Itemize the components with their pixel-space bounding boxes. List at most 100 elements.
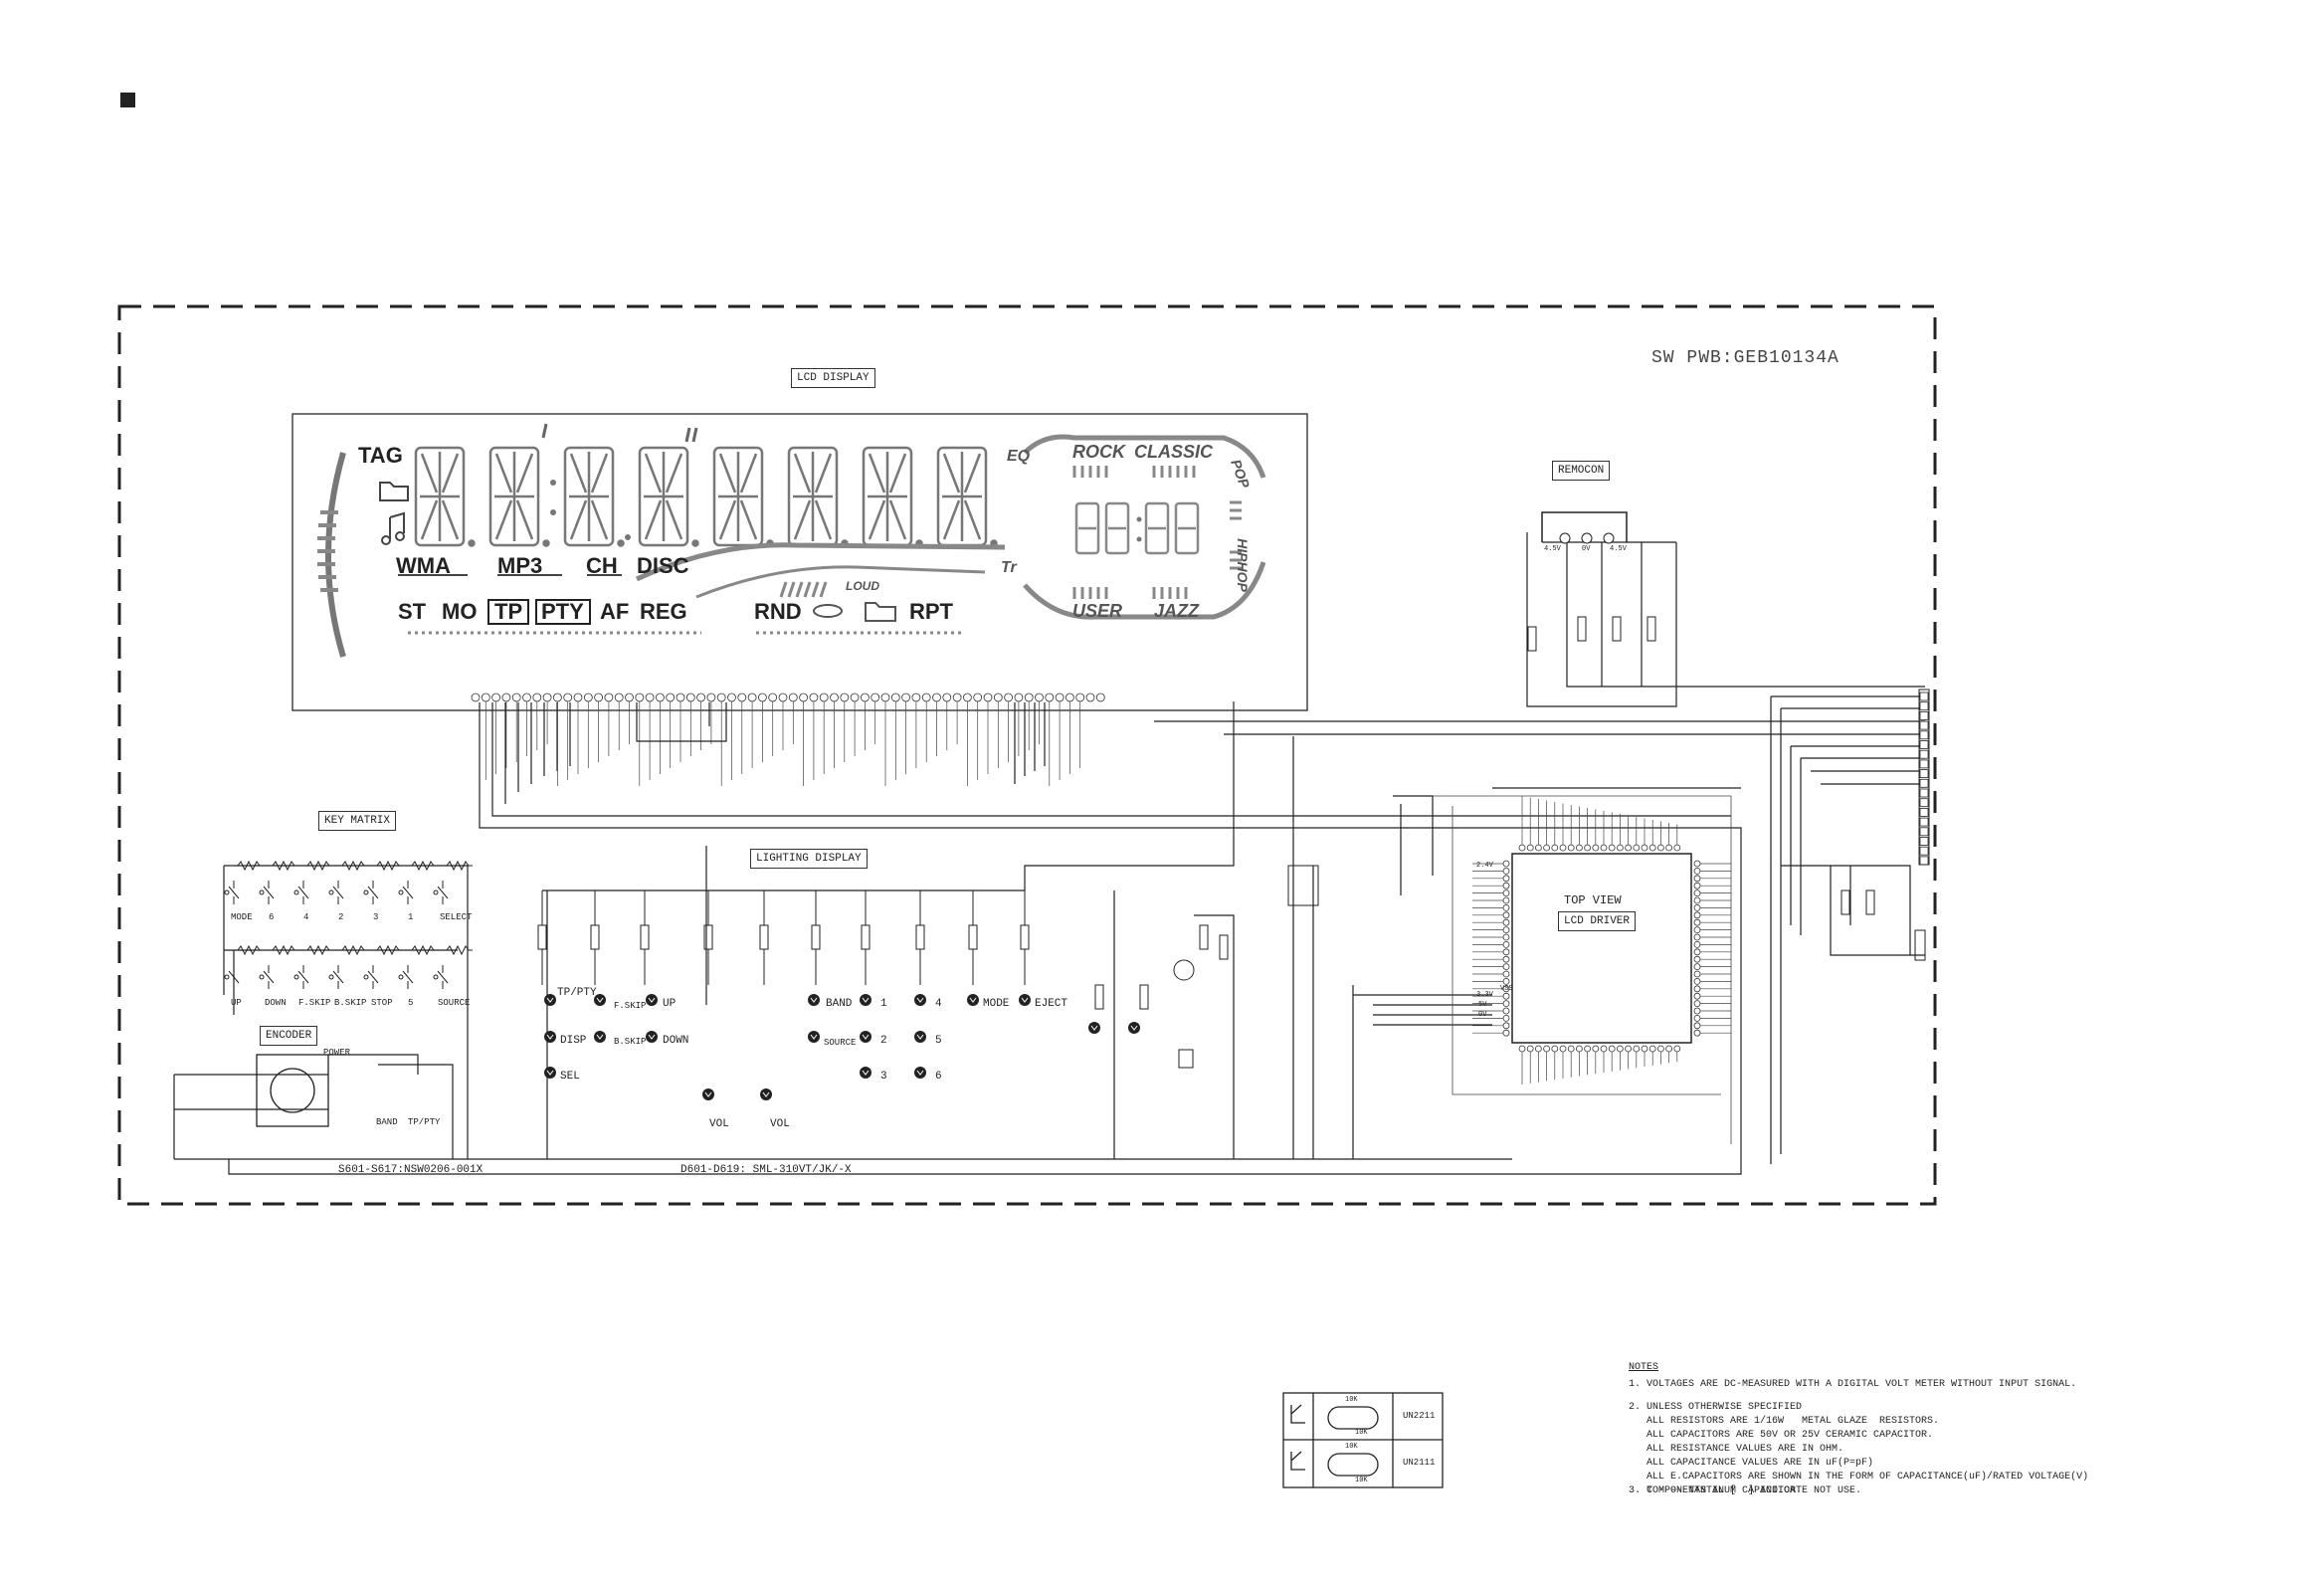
lcd-pin (666, 692, 676, 702)
encoder-band: BAND (376, 1117, 398, 1127)
switch-part-label: S601-S617:NSW0206-001X (338, 1164, 484, 1176)
lcd-pin (983, 692, 993, 702)
lcd-swoosh2 (695, 565, 986, 599)
km1-2: 4 (303, 912, 309, 922)
km2-3: B.SKIP (334, 998, 367, 1008)
right-connector (1918, 689, 1930, 866)
remocon-label: REMOCON (1552, 461, 1611, 481)
lcd-pin (952, 692, 962, 702)
clock-digit (1174, 501, 1200, 555)
led-tp-pty: TP/PTY (557, 987, 597, 999)
lcd-st: ST (398, 599, 427, 624)
lcd-eq: EQ (1007, 448, 1031, 465)
lcd-pin (1065, 692, 1074, 702)
led-band: BAND (826, 998, 853, 1010)
lcd-pin (901, 692, 910, 702)
km2-5: 5 (408, 998, 414, 1008)
lcd-pin (471, 692, 481, 702)
lcd-driver-ic (1511, 853, 1692, 1044)
lcd-digits (414, 446, 998, 547)
notes-title: NOTES (1629, 1362, 1659, 1373)
lcd-pin (1095, 692, 1105, 702)
led-vol2: VOL (770, 1118, 790, 1130)
lcd-pin (921, 692, 931, 702)
tr1-r2: 10K (1355, 1429, 1368, 1437)
lcd-colons (550, 480, 631, 540)
notes-3: 3. COMPONENTS IN [ ] INDICATE NOT USE. (1629, 1485, 1862, 1496)
lcd-pin (635, 692, 645, 702)
tr2-part: UN2111 (1403, 1458, 1436, 1468)
loud-bars (779, 581, 828, 598)
lcd-pin (716, 692, 726, 702)
lcd-tr: Tr (1001, 559, 1017, 576)
lcd-jazz: JAZZ (1154, 601, 1199, 621)
led-vol1: VOL (709, 1118, 729, 1130)
tr2-r2: 10K (1355, 1477, 1368, 1484)
lcd-pin (737, 692, 747, 702)
lcd-pin (830, 692, 839, 702)
lcd-pin (676, 692, 685, 702)
wires (173, 532, 1925, 1175)
v-0b: 0V (1478, 1011, 1487, 1019)
lcd-pin (1045, 692, 1055, 702)
lcd-pin (768, 692, 778, 702)
lcd-pin (1035, 692, 1044, 702)
v-33: 3.3V (1476, 991, 1493, 999)
eq-bars-top (1072, 466, 1196, 478)
lcd-pin (880, 692, 890, 702)
corner-marker (120, 93, 135, 107)
lcd-pin (942, 692, 952, 702)
key-matrix-label: KEY MATRIX (318, 811, 397, 831)
lcd-pin (809, 692, 819, 702)
led-6: 6 (935, 1071, 942, 1083)
top-view-label: TOP VIEW (1564, 893, 1622, 907)
km1-0: MODE (231, 912, 253, 922)
v-45a: 4.5V (1544, 545, 1561, 553)
tp-box (487, 599, 529, 625)
lcd-pin (656, 692, 665, 702)
lcd-tag: TAG (358, 443, 403, 468)
lcd-pin (871, 692, 880, 702)
eq-bars-bottom (1072, 587, 1188, 599)
lcd-pin (932, 692, 941, 702)
km2-0: UP (231, 998, 242, 1008)
led-3: 3 (880, 1071, 887, 1083)
km2-6: SOURCE (438, 998, 471, 1008)
lcd-digit (638, 446, 699, 547)
eq-arc-bottom (1023, 561, 1266, 620)
lcd-hiphop: HIPHOP (1234, 538, 1251, 592)
lcd-pin (481, 692, 490, 702)
notes-2: 2. UNLESS OTHERWISE SPECIFIED ALL RESIST… (1629, 1402, 2089, 1496)
lcd-pin (491, 692, 501, 702)
lighting-display-label: LIGHTING DISPLAY (750, 849, 868, 869)
clock-digits (1074, 501, 1200, 555)
lcd-pin (778, 692, 788, 702)
lcd-driver-label: LCD DRIVER (1558, 911, 1637, 931)
eq-bars-right (1230, 500, 1242, 570)
lcd-pin (963, 692, 972, 702)
tr2-r1: 10K (1345, 1443, 1358, 1451)
lcd-user: USER (1072, 601, 1123, 621)
lcd-pin (604, 692, 614, 702)
folder-graphic-2 (865, 602, 896, 622)
km1-4: 3 (373, 912, 379, 922)
led-up: UP (663, 998, 677, 1010)
lcd-reg: REG (640, 599, 687, 624)
lcd-pin (993, 692, 1003, 702)
lcd-pin (594, 692, 603, 702)
lcd-pin (799, 692, 808, 702)
v-45b: 4.5V (1610, 545, 1627, 553)
lcd-pin (911, 692, 921, 702)
lcd-digit (563, 446, 625, 547)
lcd-pin (1075, 692, 1085, 702)
v-5: 5V (1478, 1001, 1487, 1009)
led-bskip: B.SKIP (614, 1037, 647, 1047)
km2-2: F.SKIP (298, 998, 331, 1008)
lcd-pin (583, 692, 593, 702)
lcd-pin (685, 692, 695, 702)
lcd-pin (563, 692, 573, 702)
lcd-panel (291, 413, 1308, 711)
km2-1: DOWN (265, 998, 287, 1008)
lcd-pin (1014, 692, 1024, 702)
v-24: 2.4V (1476, 862, 1493, 870)
